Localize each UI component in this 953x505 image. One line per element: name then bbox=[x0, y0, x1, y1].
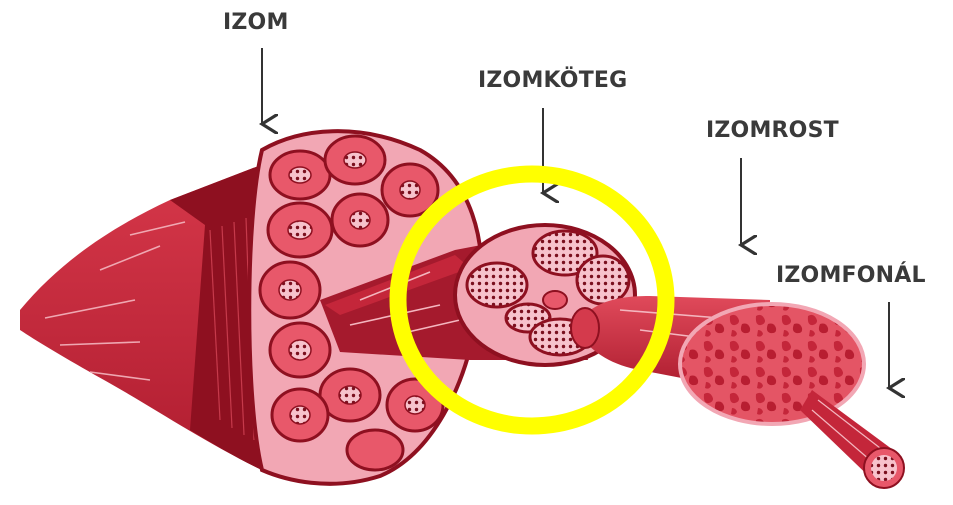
myofibril bbox=[800, 390, 904, 488]
